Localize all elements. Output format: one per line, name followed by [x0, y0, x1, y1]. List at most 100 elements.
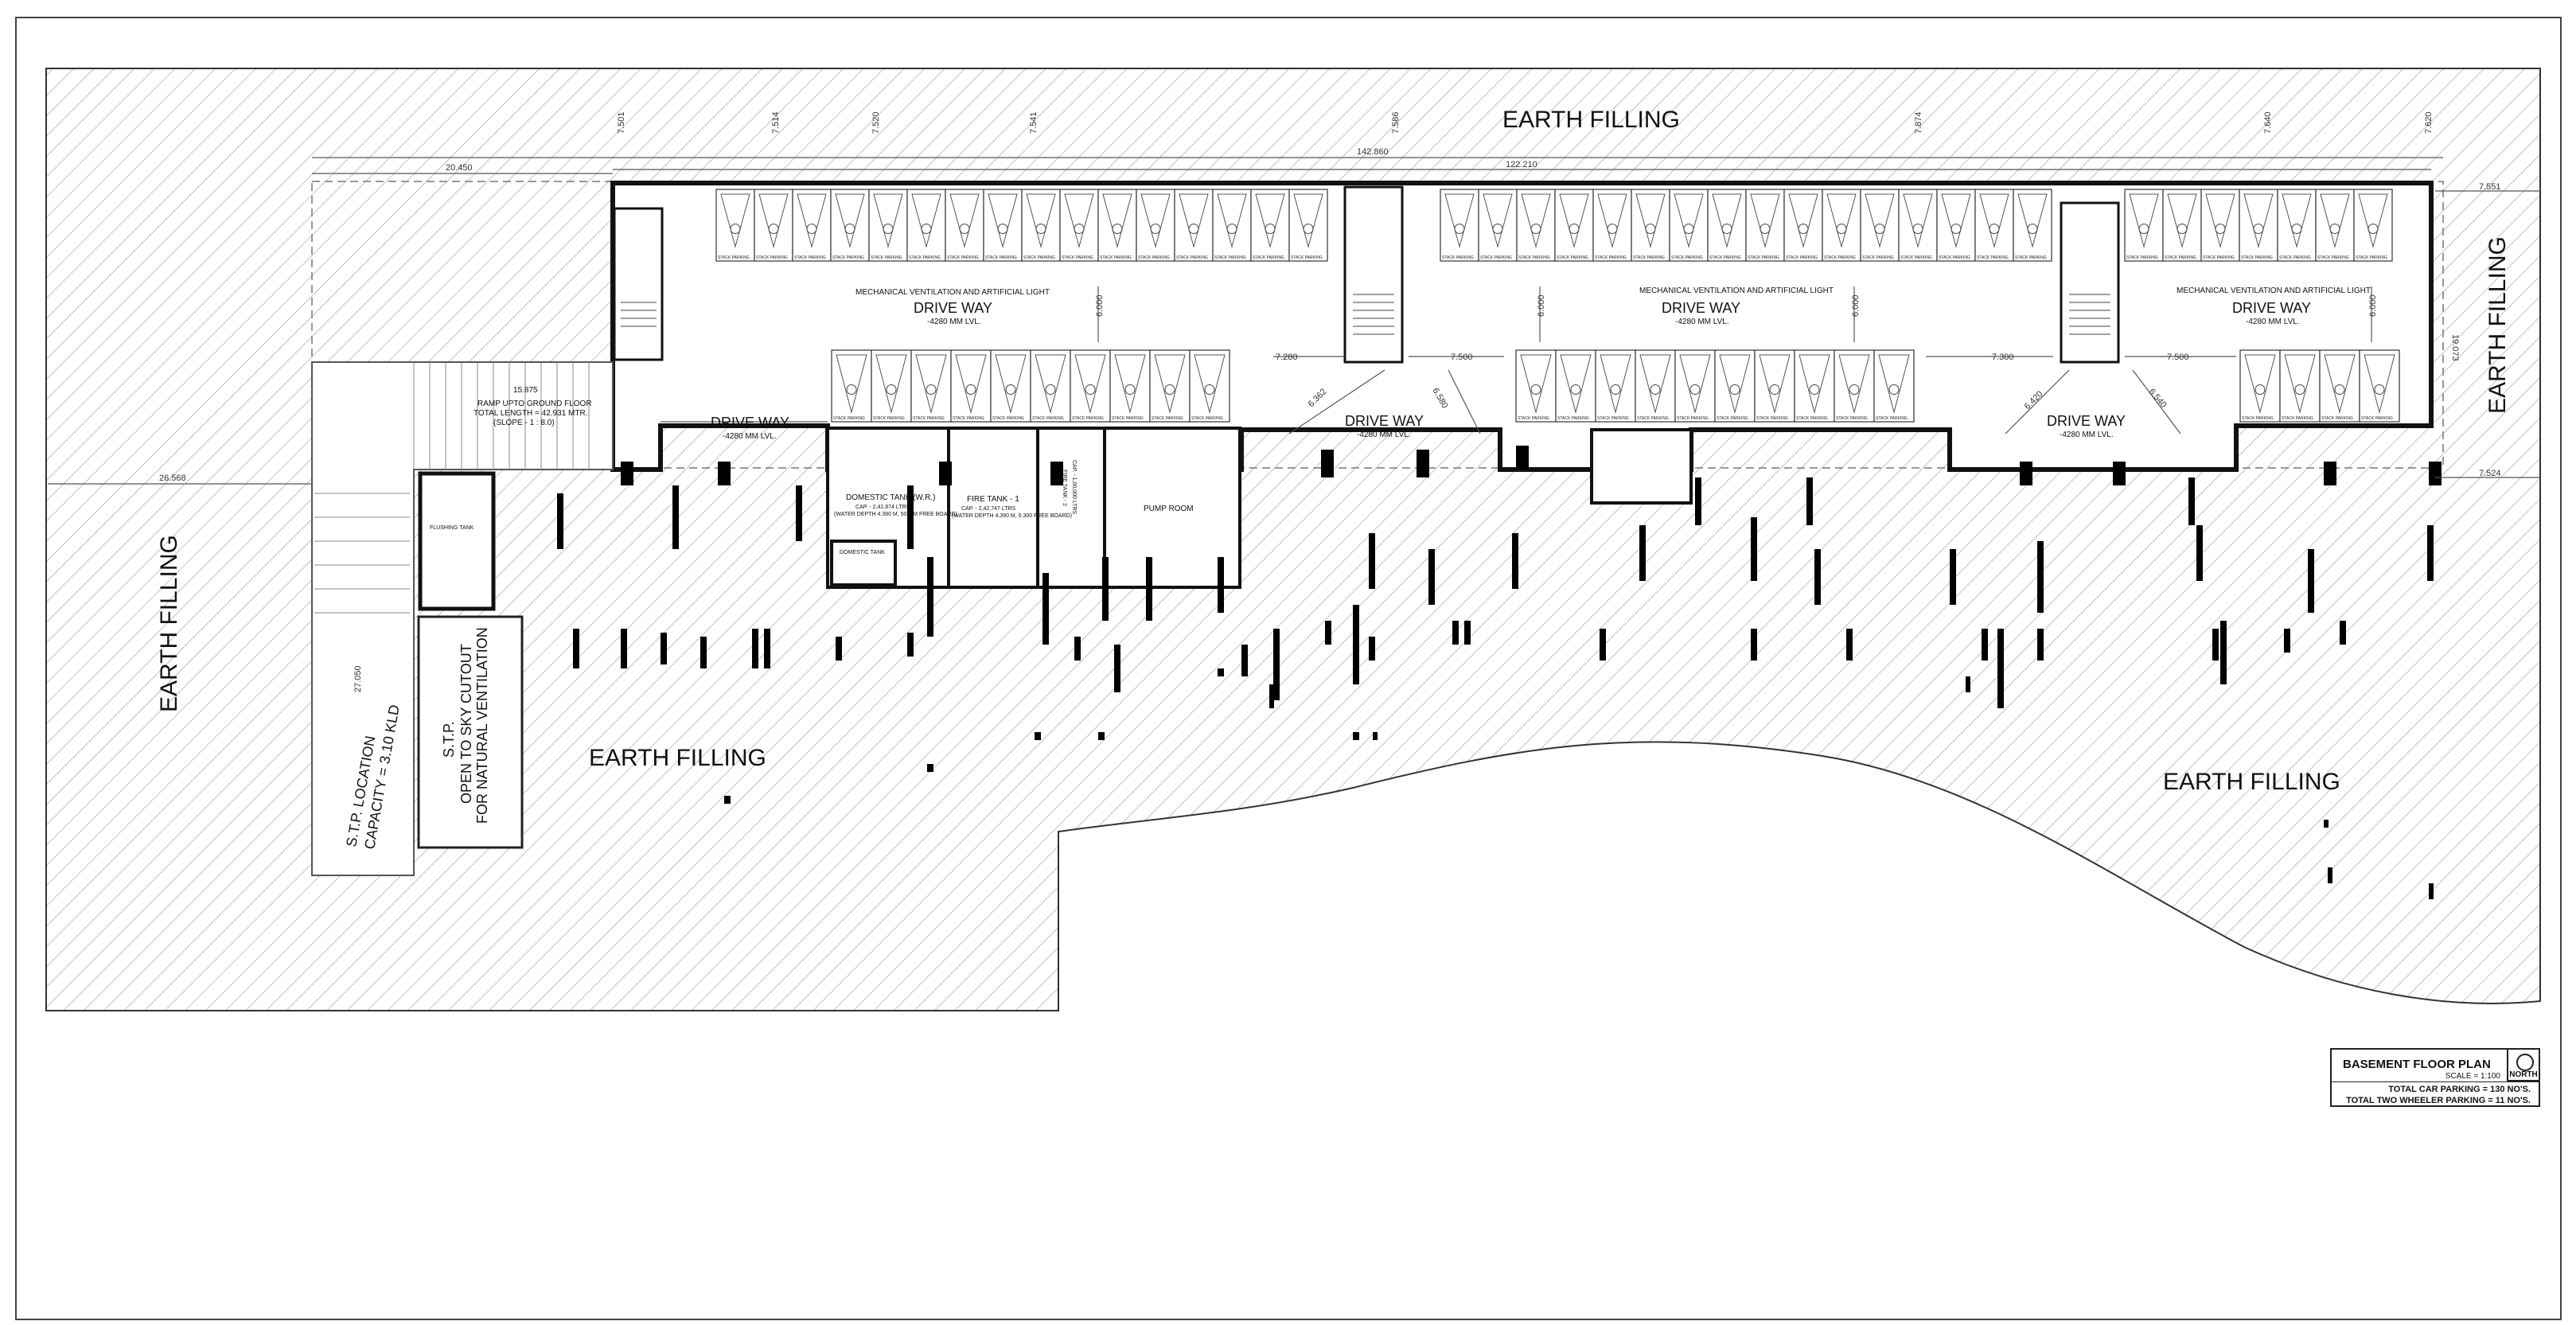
scale-label: SCALE = 1:100 — [2445, 1072, 2500, 1081]
parking-stall — [1898, 189, 1938, 262]
stall-marker — [1483, 193, 1513, 248]
stall-marker — [2324, 354, 2356, 414]
stall-number-circle — [1570, 384, 1581, 395]
column — [1639, 525, 1646, 581]
column — [1098, 732, 1105, 740]
stall-number-circle — [1912, 224, 1923, 234]
stall-label: STACK PARKING — [1442, 255, 1474, 260]
column — [1806, 477, 1813, 525]
stall-marker — [1865, 193, 1895, 248]
stall-marker — [1979, 193, 2009, 248]
drive-way-label-4: DRIVE WAY — [711, 415, 789, 431]
column — [1512, 533, 1518, 589]
parking-stall — [1174, 189, 1214, 262]
stall-number-circle — [1683, 224, 1694, 234]
parking-stall — [2315, 189, 2355, 262]
column — [1751, 629, 1757, 661]
stall-marker — [2167, 193, 2197, 248]
stall-marker — [1035, 354, 1066, 414]
stall-marker — [1674, 193, 1704, 248]
column — [1269, 684, 1274, 708]
column — [2212, 629, 2219, 661]
stall-label: STACK PARKING — [2242, 416, 2274, 421]
stall-marker — [1750, 193, 1780, 248]
stall-marker — [835, 193, 865, 248]
stall-marker — [1560, 354, 1592, 414]
column — [796, 485, 802, 541]
stall-marker — [1293, 193, 1323, 248]
dim-drive-6000-3: 6.000 — [1851, 294, 1861, 317]
column — [2037, 541, 2044, 613]
fire-tank-2-capacity: CAP. - 1,00,000 LTRS — [1071, 460, 1077, 515]
stall-marker — [1635, 193, 1666, 248]
parking-stall — [1783, 189, 1823, 262]
stall-label: STACK PARKING — [1023, 255, 1055, 260]
stall-number-circle — [997, 224, 1008, 234]
column — [2429, 462, 2442, 485]
parking-stall — [2124, 189, 2164, 262]
parking-stall — [945, 189, 984, 262]
stall-label: STACK PARKING — [1138, 255, 1170, 260]
column — [1814, 549, 1821, 605]
parking-stall — [1860, 189, 1900, 262]
column — [2427, 525, 2434, 581]
stall-label: STACK PARKING — [1595, 255, 1627, 260]
column — [1428, 549, 1435, 605]
parking-stall — [1136, 189, 1175, 262]
drive-way-label-3: DRIVE WAY — [2232, 300, 2311, 316]
parking-stall — [2013, 189, 2052, 262]
column — [2429, 883, 2434, 899]
stall-number-circle — [2329, 224, 2340, 234]
stall-marker — [720, 193, 750, 248]
stall-label: STACK PARKING — [1557, 416, 1589, 421]
stall-label: STACK PARKING — [2203, 255, 2235, 260]
column — [1102, 557, 1109, 621]
stall-marker — [1255, 193, 1285, 248]
dim-right-top: 7.551 — [2479, 182, 2501, 192]
stall-number-circle — [1035, 224, 1046, 234]
column — [2284, 629, 2290, 653]
dim-overall: 142.860 — [1357, 147, 1389, 157]
stall-number-circle — [1874, 224, 1885, 234]
stall-number-circle — [1530, 384, 1541, 395]
parking-stall — [2353, 189, 2393, 262]
column — [573, 629, 579, 668]
stall-label: STACK PARKING — [1633, 255, 1665, 260]
drive-way-label-1: DRIVE WAY — [914, 300, 992, 316]
stp-cutout-label-1: OPEN TO SKY CUTOUT — [458, 644, 474, 804]
stall-marker — [1140, 193, 1171, 248]
dim-inner: 122.210 — [1506, 160, 1537, 170]
dim-top-10: 7.874 — [1914, 111, 1923, 134]
fire-tank-2-label: FIRE TANK - 2 — [1062, 470, 1067, 506]
stall-marker — [1799, 354, 1830, 414]
stall-label: STACK PARKING — [909, 255, 941, 260]
stall-number-circle — [1836, 224, 1847, 234]
stall-label: STACK PARKING — [1637, 416, 1669, 421]
column — [2196, 525, 2203, 581]
earth-filling-label-left: EARTH FILLING — [156, 535, 182, 712]
parking-stall — [1021, 189, 1061, 262]
parking-stall — [1631, 189, 1670, 262]
stall-label: STACK PARKING — [2321, 416, 2353, 421]
stall-label: STACK PARKING — [1671, 255, 1703, 260]
parking-stall — [2277, 189, 2317, 262]
dim-left-width: 26.568 — [159, 473, 186, 483]
stair-cores — [613, 185, 2120, 364]
stall-label: STACK PARKING — [1518, 416, 1549, 421]
stall-number-circle — [2374, 384, 2385, 395]
stall-label: STACK PARKING — [871, 255, 902, 260]
tank-rooms — [826, 427, 1693, 589]
stall-number-circle — [1492, 224, 1503, 234]
stall-label: STACK PARKING — [1709, 255, 1741, 260]
stall-marker — [2320, 193, 2350, 248]
stall-number-circle — [1610, 384, 1621, 395]
parking-stall — [715, 189, 755, 262]
stall-marker — [836, 354, 867, 414]
stall-number-circle — [1530, 224, 1541, 234]
stall-number-circle — [1650, 384, 1661, 395]
dim-top-8: 7.541 — [1029, 111, 1039, 134]
drive-way-level-2: -4280 MM LVL. — [1675, 318, 1729, 326]
stall-marker — [1600, 354, 1631, 414]
stall-marker — [1639, 354, 1671, 414]
